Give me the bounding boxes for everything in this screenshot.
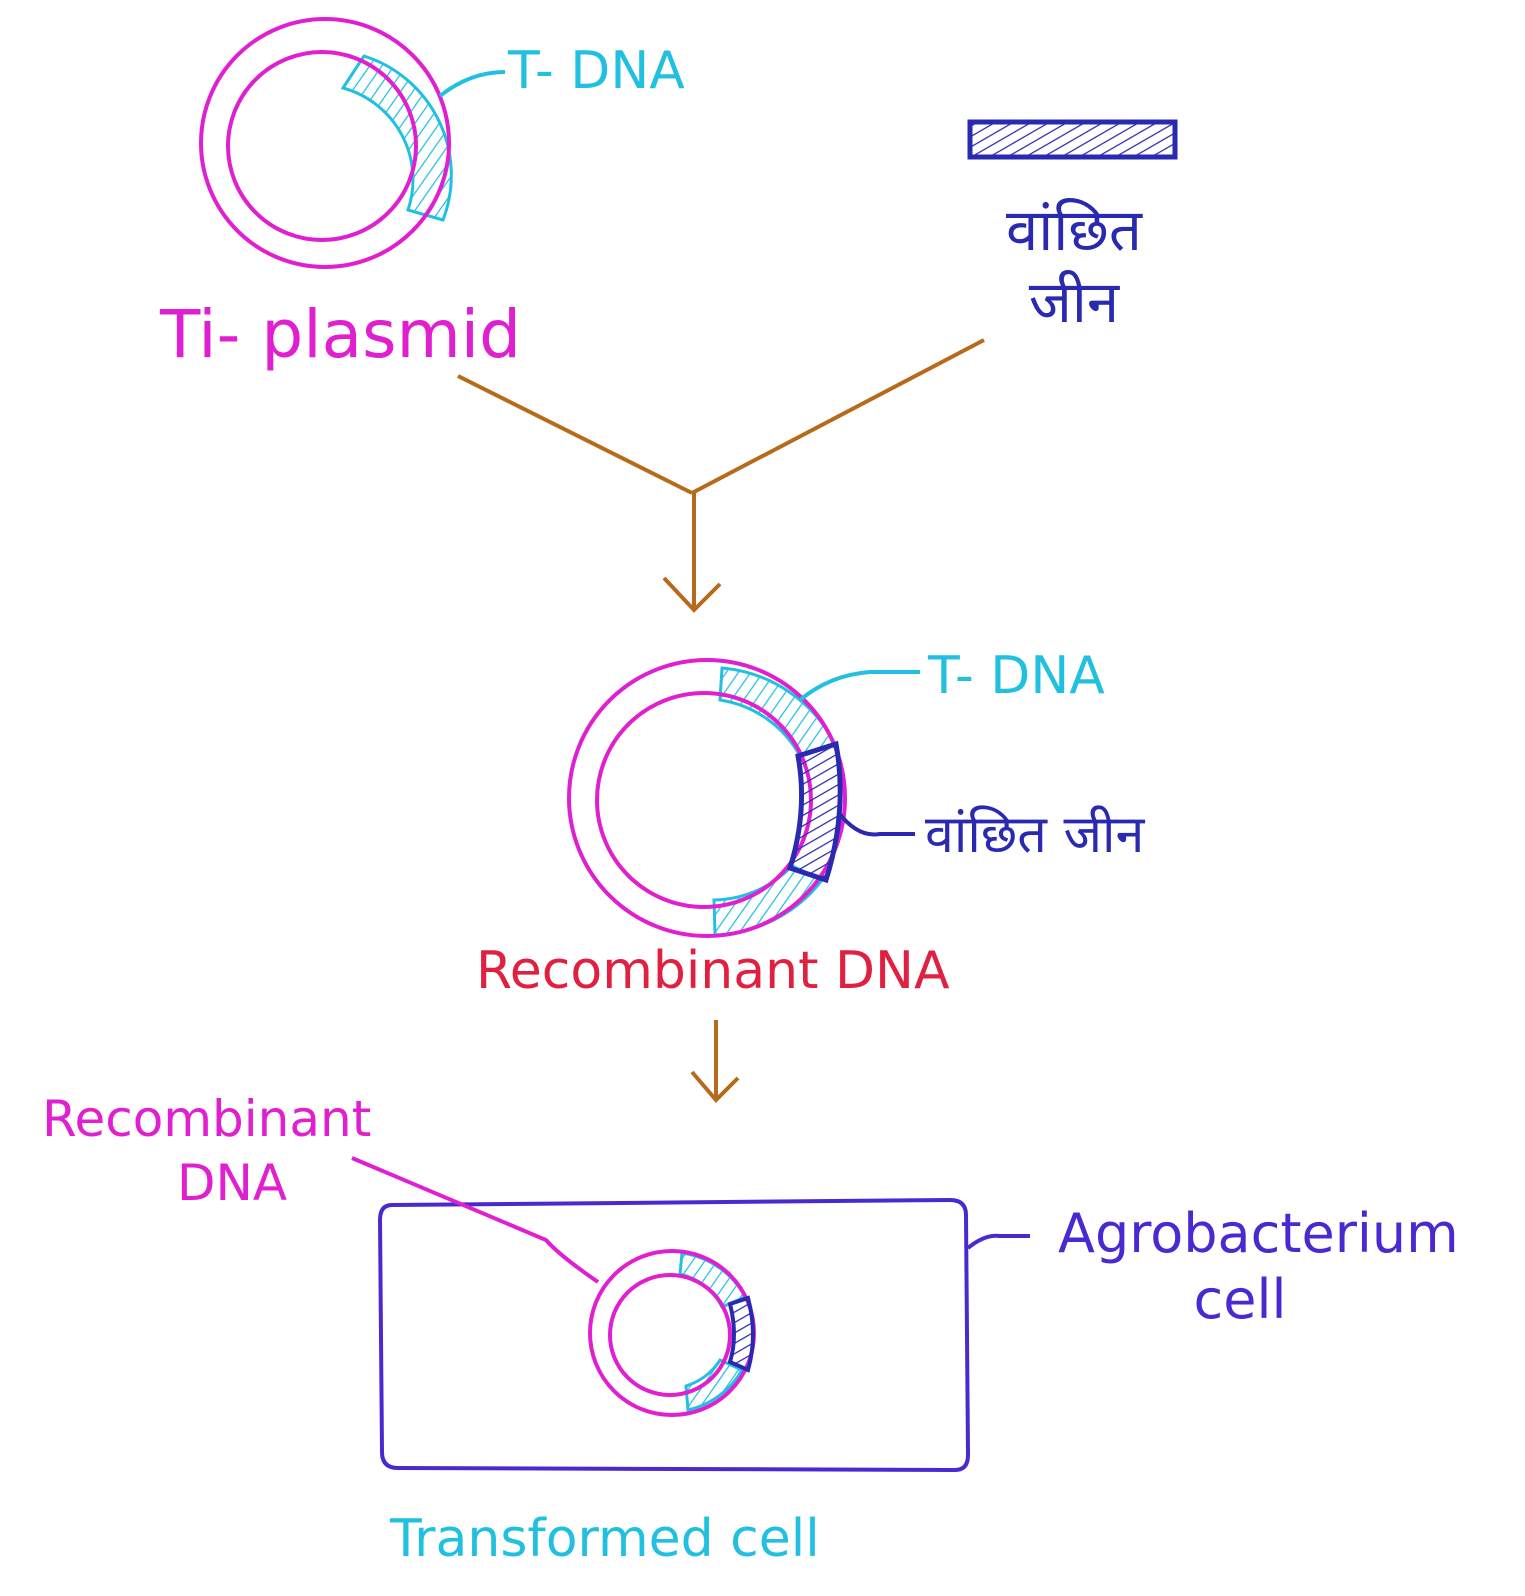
recombinant-dna-label-middle: Recombinant DNA <box>476 941 950 1001</box>
small-t-dna-segment-lower <box>684 1358 745 1412</box>
gene-bar <box>967 119 1178 160</box>
transform-arrow <box>690 1020 740 1103</box>
recombinant-dna-label-bottom-line1: Recombinant <box>42 1090 371 1148</box>
ti-plasmid-diagram: T- DNA Ti- plasmid <box>159 17 685 373</box>
cell-outline <box>377 1197 971 1473</box>
down-arrow-head-2 <box>690 1070 740 1103</box>
plasmid-inner-ring <box>226 50 418 242</box>
right-join-line <box>691 338 985 495</box>
recombinant-dna-label-bottom-line2: DNA <box>177 1154 287 1212</box>
t-dna-label-middle: T- DNA <box>927 646 1105 706</box>
t-dna-label-top: T- DNA <box>507 41 685 101</box>
inserted-gene-segment <box>786 740 843 884</box>
recombinant-inner-ring <box>595 691 813 909</box>
t-dna-segment <box>340 54 453 222</box>
t-dna-leader-line <box>438 70 506 98</box>
recombinant-outer-ring <box>567 658 847 938</box>
desired-gene-label-middle: वांछित जीन <box>925 805 1146 865</box>
small-inserted-gene-segment <box>727 1295 755 1373</box>
agrobacterium-label-line2: cell <box>1194 1268 1287 1331</box>
left-join-line <box>457 374 693 495</box>
desired-gene-fragment: वांछित जीन <box>967 119 1178 336</box>
agrobacterium-cell-diagram: Recombinant DNA Agrobacterium cell Trans… <box>42 1090 1459 1569</box>
combine-arrow <box>457 338 985 613</box>
agrobacterium-label-line1: Agrobacterium <box>1058 1202 1459 1265</box>
transformed-cell-label: Transformed cell <box>389 1509 820 1569</box>
t-dna-leader-line-middle <box>798 670 920 702</box>
desired-gene-label-line2: जीन <box>1029 268 1120 336</box>
t-dna-segment-lower <box>712 864 825 937</box>
recombinant-dna-leader-line <box>351 1156 600 1284</box>
recombinant-dna-diagram: T- DNA वांछित जीन Recombinant DNA <box>476 646 1146 1001</box>
ti-plasmid-label: Ti- plasmid <box>159 296 521 373</box>
plasmid-outer-ring <box>199 17 451 269</box>
desired-gene-label-line1: वांछित <box>1006 196 1143 264</box>
down-arrow-head-1 <box>662 576 722 613</box>
gene-leader-line-middle <box>836 810 915 837</box>
agrobacterium-leader-line <box>966 1233 1030 1250</box>
small-plasmid-inner-ring <box>608 1273 732 1397</box>
